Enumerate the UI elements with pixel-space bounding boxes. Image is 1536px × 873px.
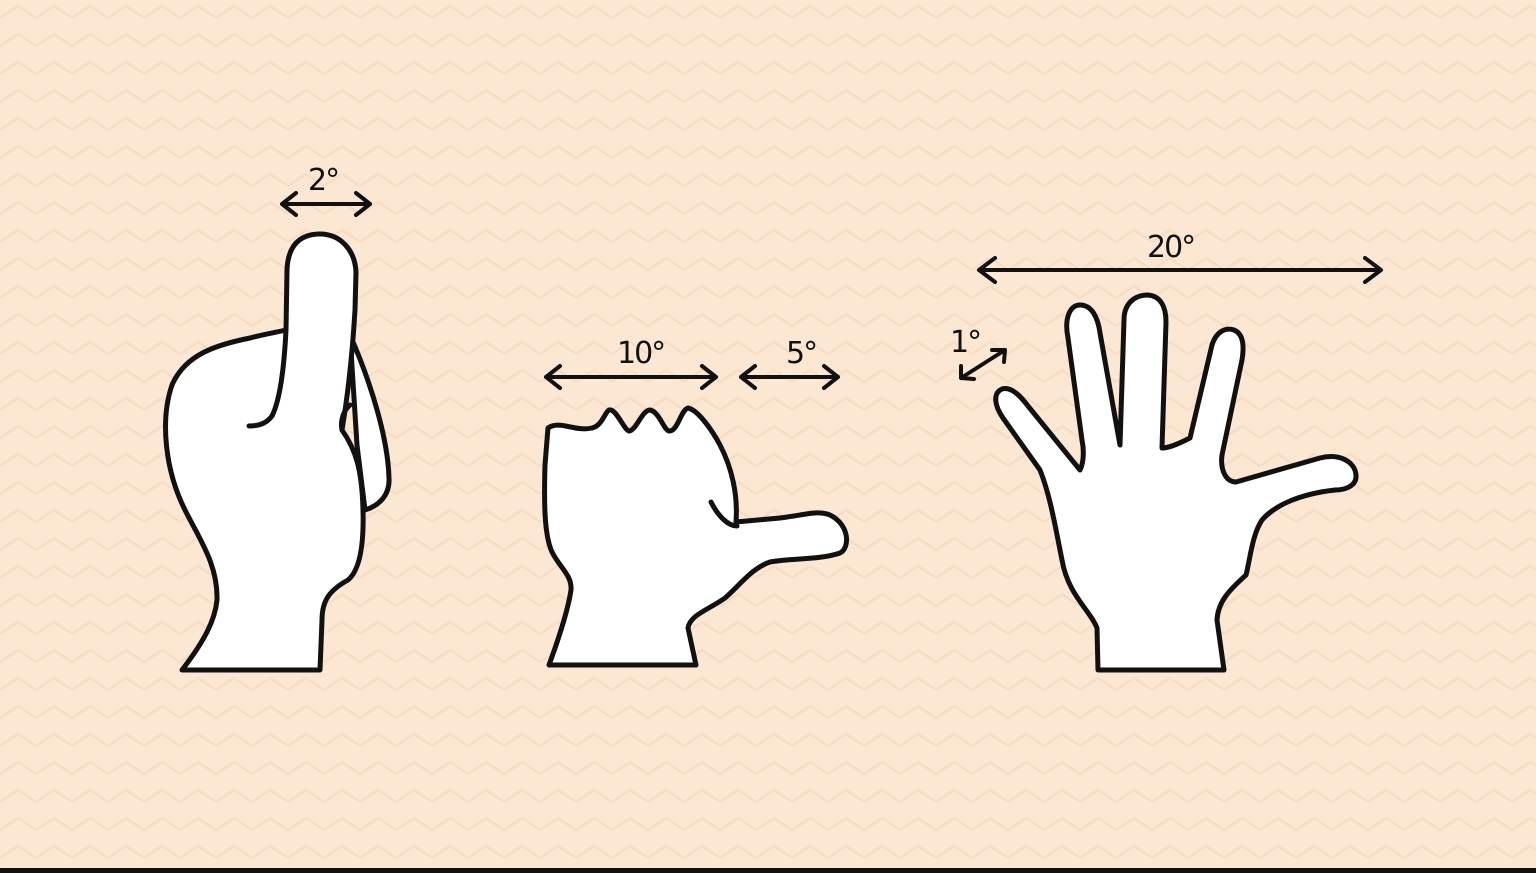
fist-thumb-hand — [542, 405, 850, 668]
pinky-width-arrow — [959, 348, 1007, 381]
index-width-label: 2° — [308, 163, 338, 198]
pinky-width-label: 1° — [950, 325, 980, 360]
thumb-extension-label: 5° — [786, 336, 816, 371]
index-finger-hand — [163, 231, 392, 673]
open-hand — [993, 292, 1359, 673]
index-width-arrow — [280, 191, 372, 217]
fist-width-arrow — [544, 364, 718, 390]
bottom-border — [0, 868, 1536, 873]
hand-span-label: 20° — [1147, 230, 1194, 265]
thumb-extension-arrow — [739, 364, 840, 390]
hand-span-arrow — [977, 256, 1383, 284]
fist-width-label: 10° — [617, 336, 664, 371]
